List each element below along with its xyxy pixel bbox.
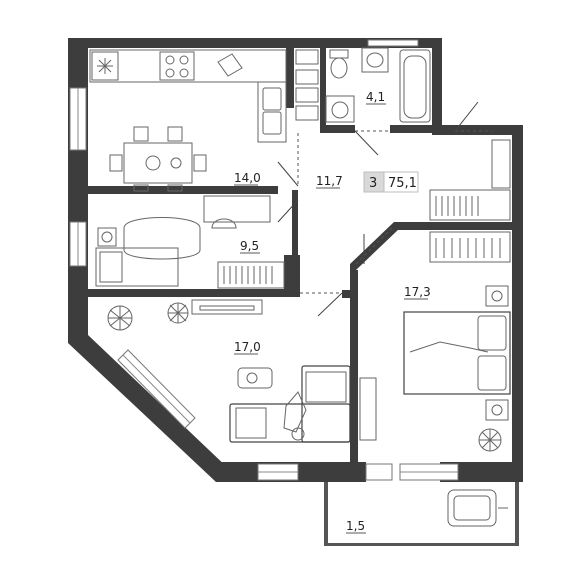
total-area: 75,1 <box>388 176 417 191</box>
room-area-small-bedroom: 9,5 <box>240 239 259 253</box>
washing-machine-icon <box>325 95 355 123</box>
stove-icon <box>159 51 195 81</box>
sink-icon <box>361 47 389 73</box>
toilet-icon <box>329 49 349 79</box>
bathtub-icon <box>399 49 431 123</box>
plant-icon-3 <box>478 428 502 452</box>
room-labels: 14,0 11,7 4,1 9,5 17,0 17,3 1,5 <box>234 90 431 534</box>
bathroom-fixtures <box>295 47 431 123</box>
living-room-furniture <box>107 299 351 443</box>
room-area-balcony: 1,5 <box>346 519 365 533</box>
doors <box>277 101 492 317</box>
room-area-living: 17,0 <box>234 340 261 354</box>
small-bedroom-furniture <box>95 195 285 289</box>
room-area-master-bedroom: 17,3 <box>404 285 431 299</box>
summary-badge: 3 75,1 <box>363 171 419 193</box>
room-area-hall: 11,7 <box>316 174 343 188</box>
dining-table-icon <box>109 126 207 192</box>
rooms-count: 3 <box>369 176 377 191</box>
sofa-icon <box>229 365 351 443</box>
plant-icon-2 <box>167 302 189 324</box>
windows <box>69 39 459 481</box>
hall-furniture <box>429 139 511 221</box>
fridge-icon <box>91 51 119 81</box>
master-bedroom-furniture <box>359 231 511 452</box>
bed-icon <box>403 311 511 395</box>
room-area-kitchen: 14,0 <box>234 171 261 185</box>
plant-icon <box>107 305 133 331</box>
balcony-furniture <box>447 489 508 527</box>
room-area-bathroom: 4,1 <box>366 90 385 104</box>
kitchen-furniture <box>89 49 287 192</box>
